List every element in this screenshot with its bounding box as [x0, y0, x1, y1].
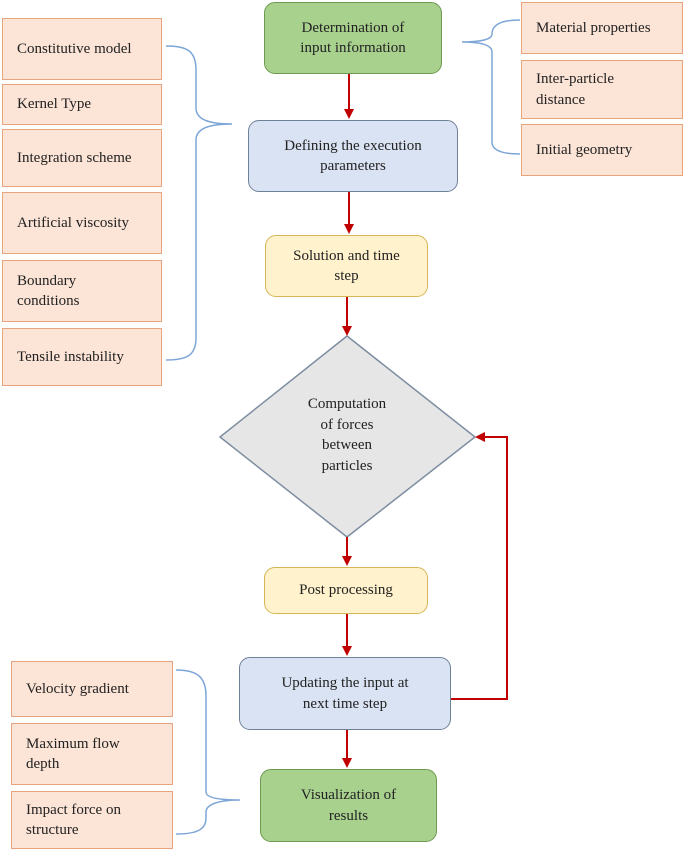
param-label: Boundary conditions — [17, 272, 80, 309]
input-label: Initial geometry — [536, 141, 633, 158]
solution-box: Solution and time step — [265, 235, 428, 297]
input-label: Inter-particle distance — [536, 71, 614, 108]
param-box: Integration scheme — [2, 129, 162, 187]
updating-box: Updating the input at next time step — [239, 657, 451, 730]
param-box: Constitutive model — [2, 18, 162, 80]
feedback-loop-arrow — [450, 432, 508, 700]
output-box: Velocity gradient — [11, 661, 173, 717]
determination-label: Determination of input information — [300, 19, 406, 56]
input-box: Initial geometry — [521, 124, 683, 176]
updating-label: Updating the input at next time step — [281, 675, 409, 712]
left-params-brace — [165, 45, 233, 361]
output-label: Impact force on structure — [26, 801, 121, 838]
param-box: Tensile instability — [2, 328, 162, 386]
param-label: Constitutive model — [17, 40, 132, 57]
defining-label: Defining the execution parameters — [284, 137, 422, 174]
output-box: Maximum flow depth — [11, 723, 173, 785]
input-box: Inter-particle distance — [521, 60, 683, 119]
visualization-label: Visualization of results — [300, 787, 397, 824]
param-box: Artificial viscosity — [2, 192, 162, 254]
param-label: Integration scheme — [17, 149, 132, 166]
input-label: Material properties — [536, 19, 651, 36]
output-label: Velocity gradient — [26, 680, 129, 697]
post-label: Post processing — [299, 582, 393, 599]
solution-label: Solution and time step — [293, 247, 400, 284]
outputs-brace — [175, 669, 241, 835]
output-box: Impact force on structure — [11, 791, 173, 849]
output-label: Maximum flow depth — [26, 735, 120, 772]
param-label: Tensile instability — [17, 348, 124, 365]
param-label: Kernel Type — [17, 96, 92, 113]
determination-box: Determination of input information — [264, 2, 442, 74]
visualization-box: Visualization of results — [260, 769, 437, 842]
param-box: Boundary conditions — [2, 260, 162, 322]
param-box: Kernel Type — [2, 84, 162, 125]
param-label: Artificial viscosity — [17, 214, 130, 231]
defining-parameters-box: Defining the execution parameters — [248, 120, 458, 192]
post-processing-box: Post processing — [264, 567, 428, 614]
right-inputs-brace — [461, 19, 521, 155]
input-box: Material properties — [521, 2, 683, 54]
computation-label: Computation of forces between particles — [307, 396, 387, 475]
